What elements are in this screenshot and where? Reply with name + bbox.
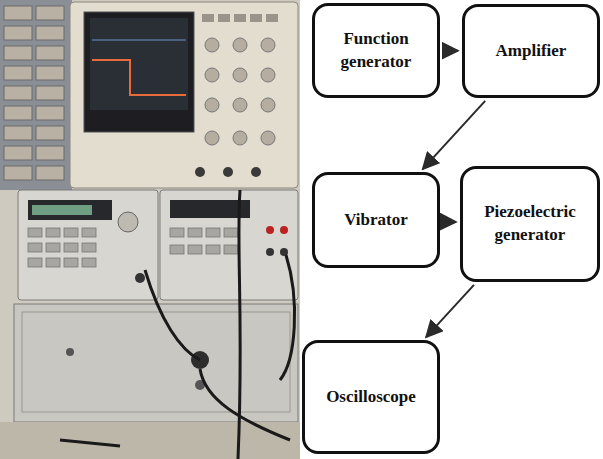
arrow-connector (426, 285, 474, 337)
process-box: Oscilloscope (302, 340, 440, 454)
process-box: Piezoelectric generator (460, 166, 600, 282)
box-label: Function generator (323, 28, 429, 74)
box-label: Oscilloscope (326, 386, 416, 409)
box-label: Amplifier (496, 40, 567, 63)
arrow-connector (444, 50, 458, 52)
function-generator-instrument (18, 190, 158, 300)
bench (0, 422, 300, 459)
oscilloscope-instrument (70, 2, 298, 188)
process-box: Amplifier (462, 4, 600, 98)
text-group: Oscilloscope (326, 386, 416, 409)
photo-ground (0, 0, 300, 459)
lab-photo (0, 0, 300, 459)
text-group: Vibrator (344, 209, 408, 232)
arrow-connector (444, 221, 456, 223)
arrow-connector (423, 101, 485, 169)
process-box: Vibrator (312, 172, 440, 268)
box-label: Piezoelectric generator (471, 201, 589, 247)
text-group: Function generator (323, 28, 429, 74)
multimeter-instrument (160, 190, 298, 300)
text-group: Amplifier (496, 40, 567, 63)
process-box: Function generator (312, 3, 440, 98)
amplifier-instrument (14, 304, 298, 422)
component-shelf (0, 0, 72, 190)
box-label: Vibrator (344, 209, 408, 232)
text-group: Piezoelectric generator (471, 201, 589, 247)
cables (60, 190, 295, 459)
component-bins (4, 6, 64, 180)
